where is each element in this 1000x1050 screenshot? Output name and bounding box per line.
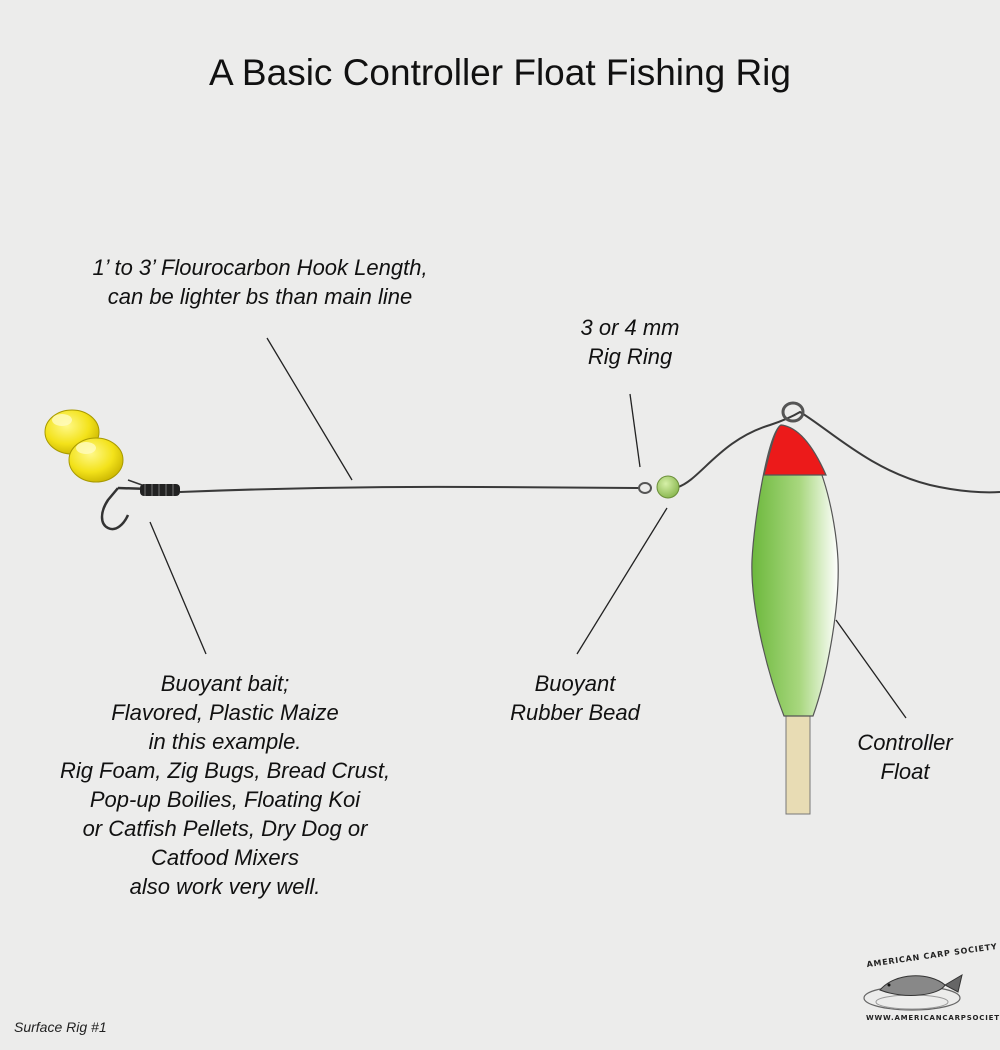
carp-fish-icon — [863, 973, 963, 1011]
hook-length-pointer — [266, 337, 353, 481]
page-title: A Basic Controller Float Fishing Rig — [209, 52, 791, 93]
bait-label: Buoyant bait; Flavored, Plastic Maize in… — [59, 671, 391, 899]
hook-length-label: 1’ to 3’ Flourocarbon Hook Length, can b… — [92, 255, 428, 309]
rig-ring-icon — [638, 482, 652, 494]
bait-pointer — [149, 521, 207, 655]
controller-float-icon — [751, 401, 839, 815]
bait-icon — [44, 409, 124, 483]
knot-icon — [140, 484, 180, 496]
bead-pointer — [576, 507, 668, 655]
rig-ring-label: 3 or 4 mm Rig Ring — [580, 315, 680, 369]
rig-ring-pointer — [629, 393, 641, 468]
float-pointer — [835, 619, 907, 719]
hook-length-line — [179, 485, 641, 493]
rig-caption: Surface Rig #1 — [14, 1019, 107, 1035]
rubber-bead-icon — [656, 475, 680, 499]
hook-icon — [100, 487, 130, 531]
main-line — [677, 410, 1000, 494]
bead-label: Buoyant Rubber Bead — [510, 671, 640, 725]
float-label: Controller Float — [857, 730, 953, 784]
